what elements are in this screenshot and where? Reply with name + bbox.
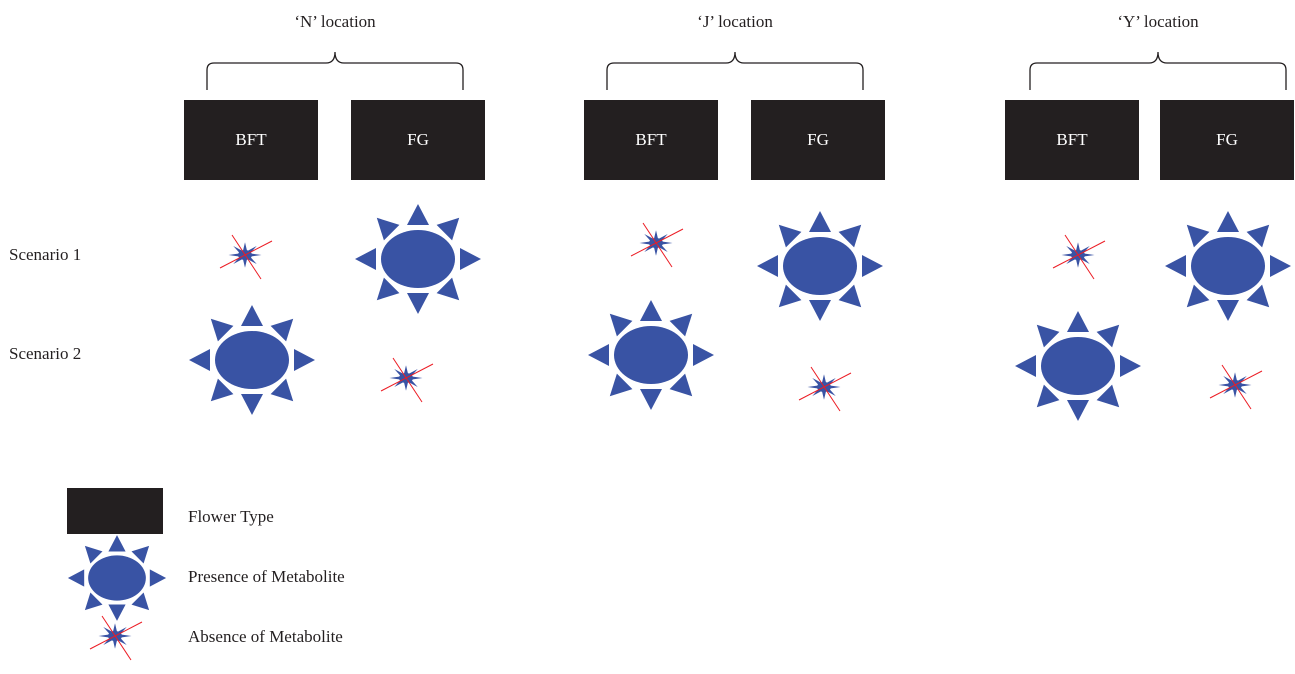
flower-box-label: FG (1216, 130, 1238, 149)
legend-absence-icon (89, 615, 143, 661)
metabolite-absent-mark (630, 222, 684, 268)
metabolite-present-mark (1165, 211, 1291, 321)
brace-j (606, 51, 864, 90)
legend-presence-label: Presence of Metabolite (188, 567, 345, 586)
metabolite-absent-mark (798, 366, 852, 412)
metabolite-present-mark (189, 305, 315, 415)
scenario-2-label: Scenario 2 (9, 344, 82, 363)
brace-y (1029, 51, 1287, 90)
metabolite-present-mark (588, 300, 714, 410)
flower-box-n-bft: BFT (184, 100, 318, 180)
flower-box-y-fg: FG (1160, 100, 1294, 180)
flower-box-label: BFT (1056, 130, 1088, 149)
metabolite-absent-mark (219, 234, 273, 280)
legend-absence-label: Absence of Metabolite (188, 627, 343, 646)
flower-box-n-fg: FG (351, 100, 485, 180)
flower-box-j-fg: FG (751, 100, 885, 180)
flower-box-label: FG (807, 130, 829, 149)
metabolite-present-mark (355, 204, 481, 314)
flower-box-label: BFT (235, 130, 267, 149)
brace-n (206, 51, 464, 90)
metabolite-absent-mark (380, 357, 434, 403)
legend-flower-type-label: Flower Type (188, 507, 274, 526)
flower-box-label: BFT (635, 130, 667, 149)
location-label-y: ‘Y’ location (1117, 12, 1199, 31)
scenario-1-label: Scenario 1 (9, 245, 82, 264)
metabolite-absent-mark (1209, 364, 1263, 410)
legend-presence-icon (67, 535, 167, 621)
flower-box-label: FG (407, 130, 429, 149)
location-label-n: ‘N’ location (294, 12, 376, 31)
legend-flower-type-swatch (67, 488, 163, 534)
flower-box-y-bft: BFT (1005, 100, 1139, 180)
flower-box-j-bft: BFT (584, 100, 718, 180)
metabolite-present-mark (757, 211, 883, 321)
metabolite-absent-mark (1052, 234, 1106, 280)
metabolite-present-mark (1015, 311, 1141, 421)
location-label-j: ‘J’ location (697, 12, 773, 31)
